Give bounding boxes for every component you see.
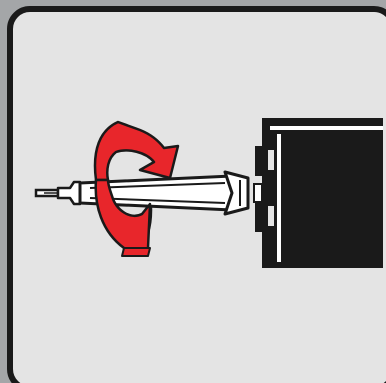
- device-icon: [253, 118, 383, 268]
- rotation-arrow-front: [94, 178, 152, 257]
- screwdriver-icon: [34, 170, 250, 216]
